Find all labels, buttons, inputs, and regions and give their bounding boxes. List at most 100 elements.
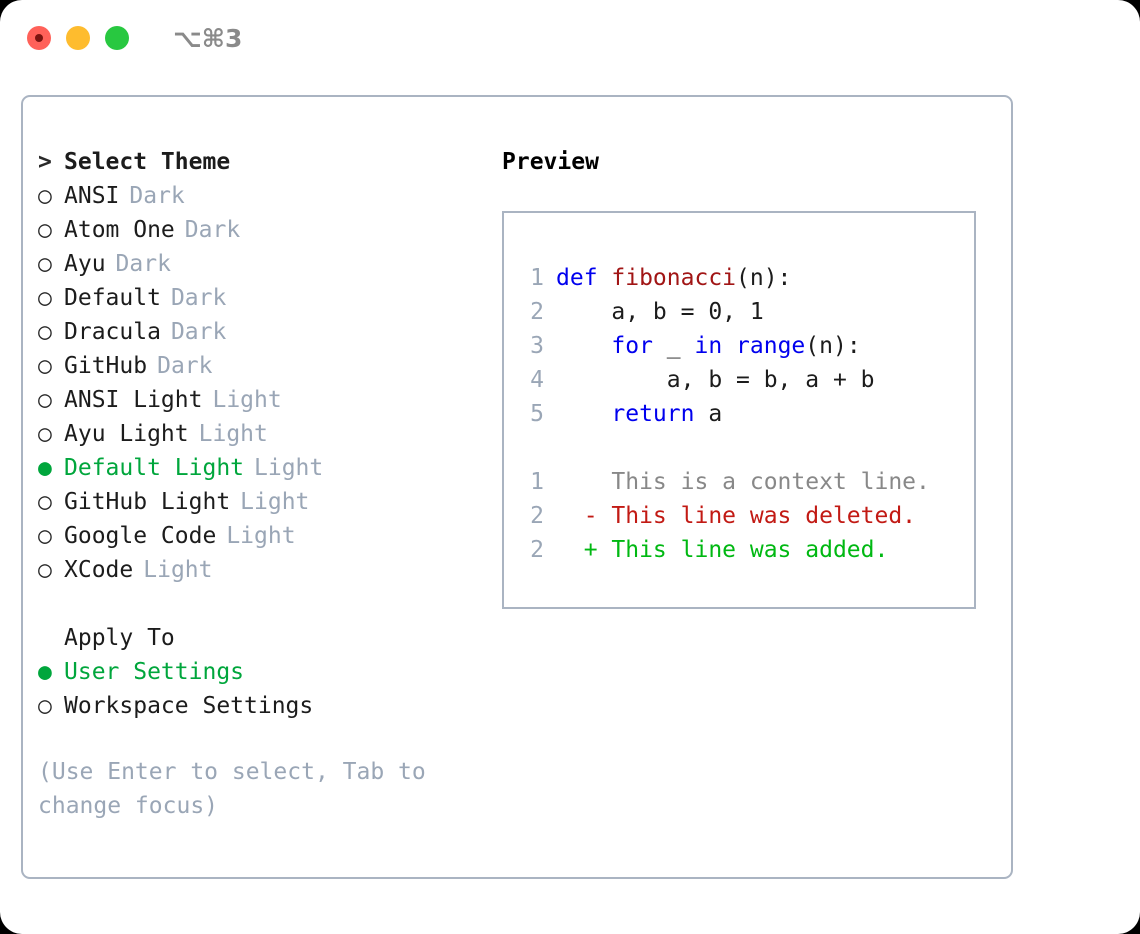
- theme-kind-label: Light: [198, 421, 268, 447]
- theme-list-item[interactable]: ○ Ayu Light Light: [38, 417, 498, 451]
- theme-name-label: Atom One: [64, 217, 175, 243]
- code-line-number: 1: [530, 265, 544, 291]
- theme-kind-label: Dark: [157, 353, 213, 379]
- code-token: a: [694, 401, 723, 427]
- radio-unselected-icon[interactable]: ○: [38, 217, 52, 243]
- theme-list-item[interactable]: ○ Google Code Light: [38, 519, 498, 553]
- theme-list-item[interactable]: ○ GitHub Light Light: [38, 485, 498, 519]
- theme-kind-label: Light: [226, 523, 296, 549]
- theme-list-item[interactable]: ○ Dracula Dark: [38, 315, 498, 349]
- code-line-content: a, b = b, a + b: [556, 363, 875, 397]
- code-line: 4 a, b = b, a + b: [518, 363, 930, 397]
- keyboard-hint-text: (Use Enter to select, Tab to change focu…: [38, 759, 426, 819]
- theme-list-item[interactable]: ○ ANSI Dark: [38, 179, 498, 213]
- theme-kind-label: Dark: [184, 217, 241, 243]
- diff-line: 2 + This line was added.: [518, 533, 930, 567]
- code-line-number: 2: [530, 537, 544, 563]
- radio-selected-icon[interactable]: ●: [38, 659, 52, 685]
- code-line: 2 a, b = 0, 1: [518, 295, 930, 329]
- diff-line: 1 This is a context line.: [518, 465, 930, 499]
- code-line-number: 2: [530, 503, 544, 529]
- apply-to-item[interactable]: ● User Settings: [38, 655, 498, 689]
- minimize-button-icon[interactable]: [66, 26, 90, 50]
- diff-line: 2 - This line was deleted.: [518, 499, 930, 533]
- code-token: a, b = b, a + b: [556, 367, 875, 393]
- theme-name-label: Default: [64, 285, 161, 311]
- keyboard-shortcut-label: ⌥⌘3: [173, 23, 243, 53]
- code-token: in: [694, 333, 723, 359]
- code-token: for: [611, 333, 653, 359]
- apply-to-item[interactable]: ○Workspace Settings: [38, 689, 498, 723]
- theme-name-label: GitHub Light: [64, 489, 231, 515]
- theme-name-label: Ayu Light: [64, 421, 189, 447]
- radio-unselected-icon[interactable]: ○: [38, 319, 52, 345]
- preview-title: Preview: [502, 149, 599, 175]
- theme-kind-label: Dark: [170, 285, 227, 311]
- close-button-icon[interactable]: [27, 26, 51, 50]
- code-line-number: 2: [530, 299, 544, 325]
- theme-kind-label: Light: [143, 557, 213, 583]
- theme-list-item[interactable]: ○ GitHub Dark: [38, 349, 498, 383]
- theme-list-item[interactable]: ○ Atom One Dark: [38, 213, 498, 247]
- radio-unselected-icon[interactable]: ○: [38, 523, 52, 549]
- theme-kind-label: Light: [240, 489, 310, 515]
- code-line-content: return a: [556, 397, 722, 431]
- theme-name-label: XCode: [64, 557, 134, 583]
- code-token: a, b = 0, 1: [556, 299, 764, 325]
- maximize-button-icon[interactable]: [105, 26, 129, 50]
- code-line: 5 return a: [518, 397, 930, 431]
- code-token: (n):: [805, 333, 861, 359]
- code-token: _: [652, 333, 695, 359]
- code-line-number: 3: [530, 333, 544, 359]
- code-line-number: 4: [530, 367, 544, 393]
- code-token: return: [611, 401, 695, 427]
- radio-unselected-icon[interactable]: ○: [38, 557, 52, 583]
- code-line: 1 def fibonacci(n):: [518, 261, 930, 295]
- radio-unselected-icon[interactable]: ○: [38, 285, 52, 311]
- code-line-number: 5: [530, 401, 544, 427]
- code-line-content: for _ in range(n):: [556, 329, 861, 363]
- theme-name-label: Google Code: [64, 523, 217, 549]
- theme-kind-label: Dark: [170, 319, 227, 345]
- radio-selected-icon[interactable]: ●: [38, 455, 52, 481]
- window-titlebar: ⌥⌘3: [0, 0, 1140, 76]
- apply-to-header: Apply To: [64, 625, 175, 651]
- radio-unselected-icon[interactable]: ○: [38, 251, 52, 277]
- code-token: def: [556, 265, 612, 291]
- apply-to-list: ● User Settings ○Workspace Settings: [38, 655, 498, 723]
- theme-kind-label: Dark: [129, 183, 185, 209]
- code-token: (n):: [736, 265, 792, 291]
- code-token: [556, 401, 611, 427]
- diff-line-content: + This line was added.: [556, 537, 889, 563]
- code-line-number: 1: [530, 469, 544, 495]
- section-spacer: [38, 587, 498, 621]
- theme-name-label: GitHub: [64, 353, 148, 379]
- radio-unselected-icon[interactable]: ○: [38, 693, 52, 719]
- theme-kind-label: Light: [212, 387, 282, 413]
- theme-name-label: Dracula: [64, 319, 161, 345]
- radio-unselected-icon[interactable]: ○: [38, 489, 52, 515]
- theme-list-item[interactable]: ○ XCode Light: [38, 553, 498, 587]
- theme-list-item[interactable]: ○ Default Dark: [38, 281, 498, 315]
- code-token: [722, 333, 736, 359]
- theme-name-label: ANSI: [64, 183, 120, 209]
- radio-unselected-icon[interactable]: ○: [38, 387, 52, 413]
- apply-to-label: User Settings: [64, 659, 245, 685]
- radio-unselected-icon[interactable]: ○: [38, 183, 52, 209]
- radio-unselected-icon[interactable]: ○: [38, 353, 52, 379]
- code-line-content: def fibonacci(n):: [556, 261, 791, 295]
- code-blank-line: [518, 431, 930, 465]
- code-line: 3 for _ in range(n):: [518, 329, 930, 363]
- theme-name-label: Default Light: [64, 455, 245, 481]
- radio-unselected-icon[interactable]: ○: [38, 421, 52, 447]
- code-token: fibonacci: [611, 265, 737, 291]
